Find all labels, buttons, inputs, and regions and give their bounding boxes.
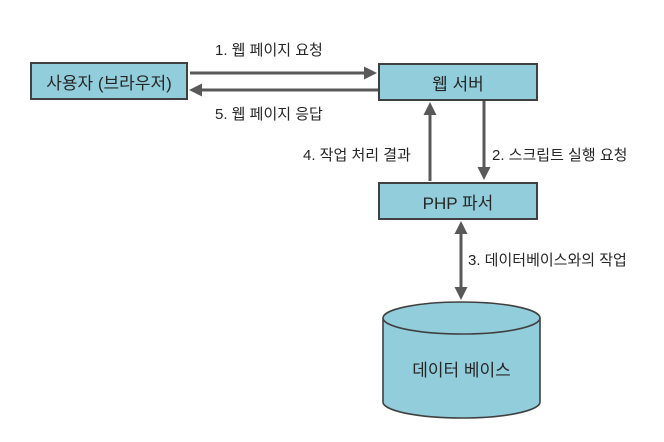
database-cylinder — [382, 301, 541, 419]
arrow-script-exec-request — [477, 101, 491, 180]
arrow-label-web-page-response: 5. 웹 페이지 응답 — [215, 106, 323, 123]
node-web-server-label: 웹 서버 — [432, 74, 484, 94]
node-user-browser-label: 사용자 (브라우저) — [46, 73, 172, 93]
node-database-label: 데이터 베이스 — [412, 361, 511, 380]
node-user-browser: 사용자 (브라우저) — [30, 62, 188, 100]
arrow-web-page-response — [189, 83, 378, 97]
arrow-database-work — [454, 221, 468, 300]
arrow-web-page-request — [190, 66, 377, 80]
node-php-parser-label: PHP 파서 — [422, 193, 494, 213]
arrow-label-web-page-request: 1. 웹 페이지 요청 — [215, 42, 323, 59]
arrow-label-work-result: 4. 작업 처리 결과 — [303, 147, 411, 164]
arrow-work-result — [423, 102, 437, 181]
node-web-server: 웹 서버 — [378, 63, 538, 101]
arrow-label-script-exec-request: 2. 스크립트 실행 요청 — [492, 147, 628, 164]
arrow-label-database-work: 3. 데이터베이스와의 작업 — [468, 252, 627, 269]
node-php-parser: PHP 파서 — [378, 182, 538, 220]
